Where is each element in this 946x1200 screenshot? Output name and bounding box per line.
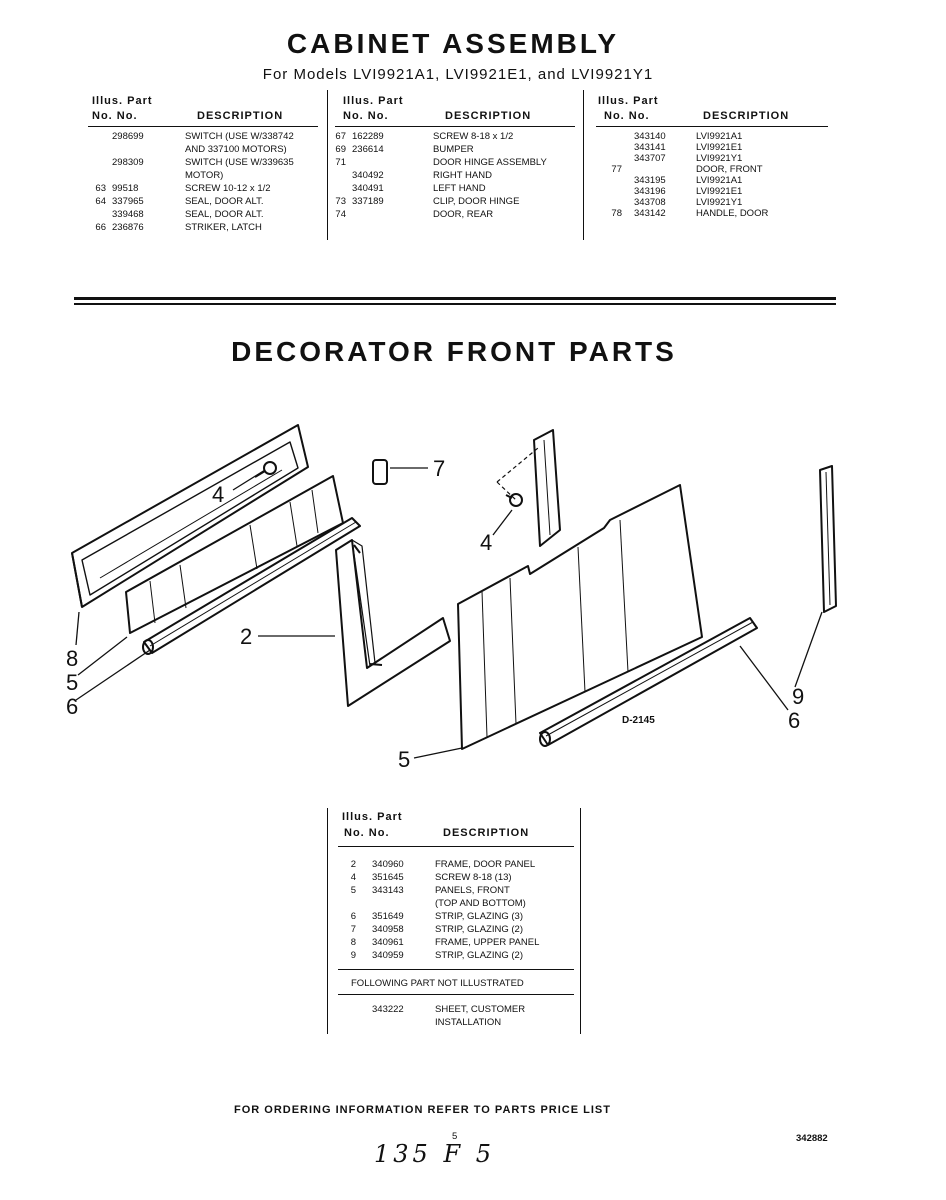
column-divider bbox=[583, 90, 584, 240]
small-glazing-strip bbox=[372, 459, 388, 485]
col2-header-no: No. No. bbox=[343, 110, 389, 122]
col2-header-illus-part: Illus. Part bbox=[343, 95, 404, 107]
screw-upper bbox=[254, 461, 277, 478]
lower-front-panel bbox=[457, 484, 703, 750]
drawing-number: D-2145 bbox=[622, 715, 655, 726]
upper-front-panel bbox=[125, 475, 344, 634]
leader-lines bbox=[75, 467, 823, 759]
table-right-border bbox=[580, 808, 581, 1034]
vertical-glazing-strip bbox=[819, 465, 837, 613]
section-rule-top bbox=[74, 297, 836, 300]
not-illustrated-rule-top bbox=[338, 969, 574, 970]
handwritten-annotation: 135 F 5 bbox=[374, 1140, 495, 1168]
col2-header-rule bbox=[335, 126, 575, 127]
col3-header-illus-part: Illus. Part bbox=[598, 95, 659, 107]
upper-panel-frame bbox=[71, 424, 309, 608]
not-illustrated-label: FOLLOWING PART NOT ILLUSTRATED bbox=[351, 978, 524, 989]
page-number: 5 bbox=[452, 1131, 458, 1142]
section-rule-bottom bbox=[74, 303, 836, 305]
upper-glazing-strip bbox=[142, 517, 361, 655]
callout-6-upper: 6 bbox=[66, 694, 79, 719]
decorator-header-description: DESCRIPTION bbox=[443, 827, 530, 839]
callout-8: 8 bbox=[66, 646, 79, 671]
hinge-bracket bbox=[496, 429, 561, 547]
col3-header-no: No. No. bbox=[604, 110, 650, 122]
decorator-header-illus-part: Illus. Part bbox=[342, 811, 403, 823]
col1-header-no: No. No. bbox=[92, 110, 138, 122]
not-illustrated-desc-2: INSTALLATION bbox=[435, 1017, 502, 1028]
col1-header-rule bbox=[88, 126, 318, 127]
callout-2: 2 bbox=[240, 624, 253, 649]
callout-9: 9 bbox=[792, 684, 805, 709]
col2-header-description: DESCRIPTION bbox=[445, 110, 532, 122]
ordering-note: FOR ORDERING INFORMATION REFER TO PARTS … bbox=[234, 1104, 611, 1116]
col3-header-rule bbox=[596, 126, 828, 127]
not-illustrated-desc: SHEET, CUSTOMER bbox=[435, 1004, 526, 1015]
callout-4-right: 4 bbox=[480, 530, 493, 555]
lower-glazing-strip bbox=[539, 617, 758, 747]
screw-right bbox=[505, 493, 523, 507]
col1-header-description: DESCRIPTION bbox=[197, 110, 284, 122]
decorator-header-rule bbox=[338, 846, 574, 847]
callout-7: 7 bbox=[433, 456, 446, 481]
decorator-header-no: No. No. bbox=[344, 827, 390, 839]
callout-5-upper: 5 bbox=[66, 670, 79, 695]
not-illustrated-part: 343222 bbox=[372, 1004, 404, 1015]
doc-number: 342882 bbox=[796, 1133, 828, 1144]
cabinet-title: CABINET ASSEMBLY bbox=[286, 28, 620, 59]
col3-header-description: DESCRIPTION bbox=[703, 110, 790, 122]
decorator-title: DECORATOR FRONT PARTS bbox=[231, 336, 677, 367]
callout-5-lower: 5 bbox=[398, 747, 411, 772]
table-left-border bbox=[327, 808, 328, 1034]
cabinet-subtitle: For Models LVI9921A1, LVI9921E1, and LVI… bbox=[262, 66, 654, 83]
callout-4-upper: 4 bbox=[212, 482, 225, 507]
door-panel-frame bbox=[335, 539, 451, 707]
callout-6-lower: 6 bbox=[788, 708, 801, 733]
column-divider bbox=[327, 90, 328, 240]
exploded-view-diagram bbox=[71, 424, 837, 759]
col1-header-illus-part: Illus. Part bbox=[92, 95, 153, 107]
not-illustrated-rule-bottom bbox=[338, 994, 574, 995]
